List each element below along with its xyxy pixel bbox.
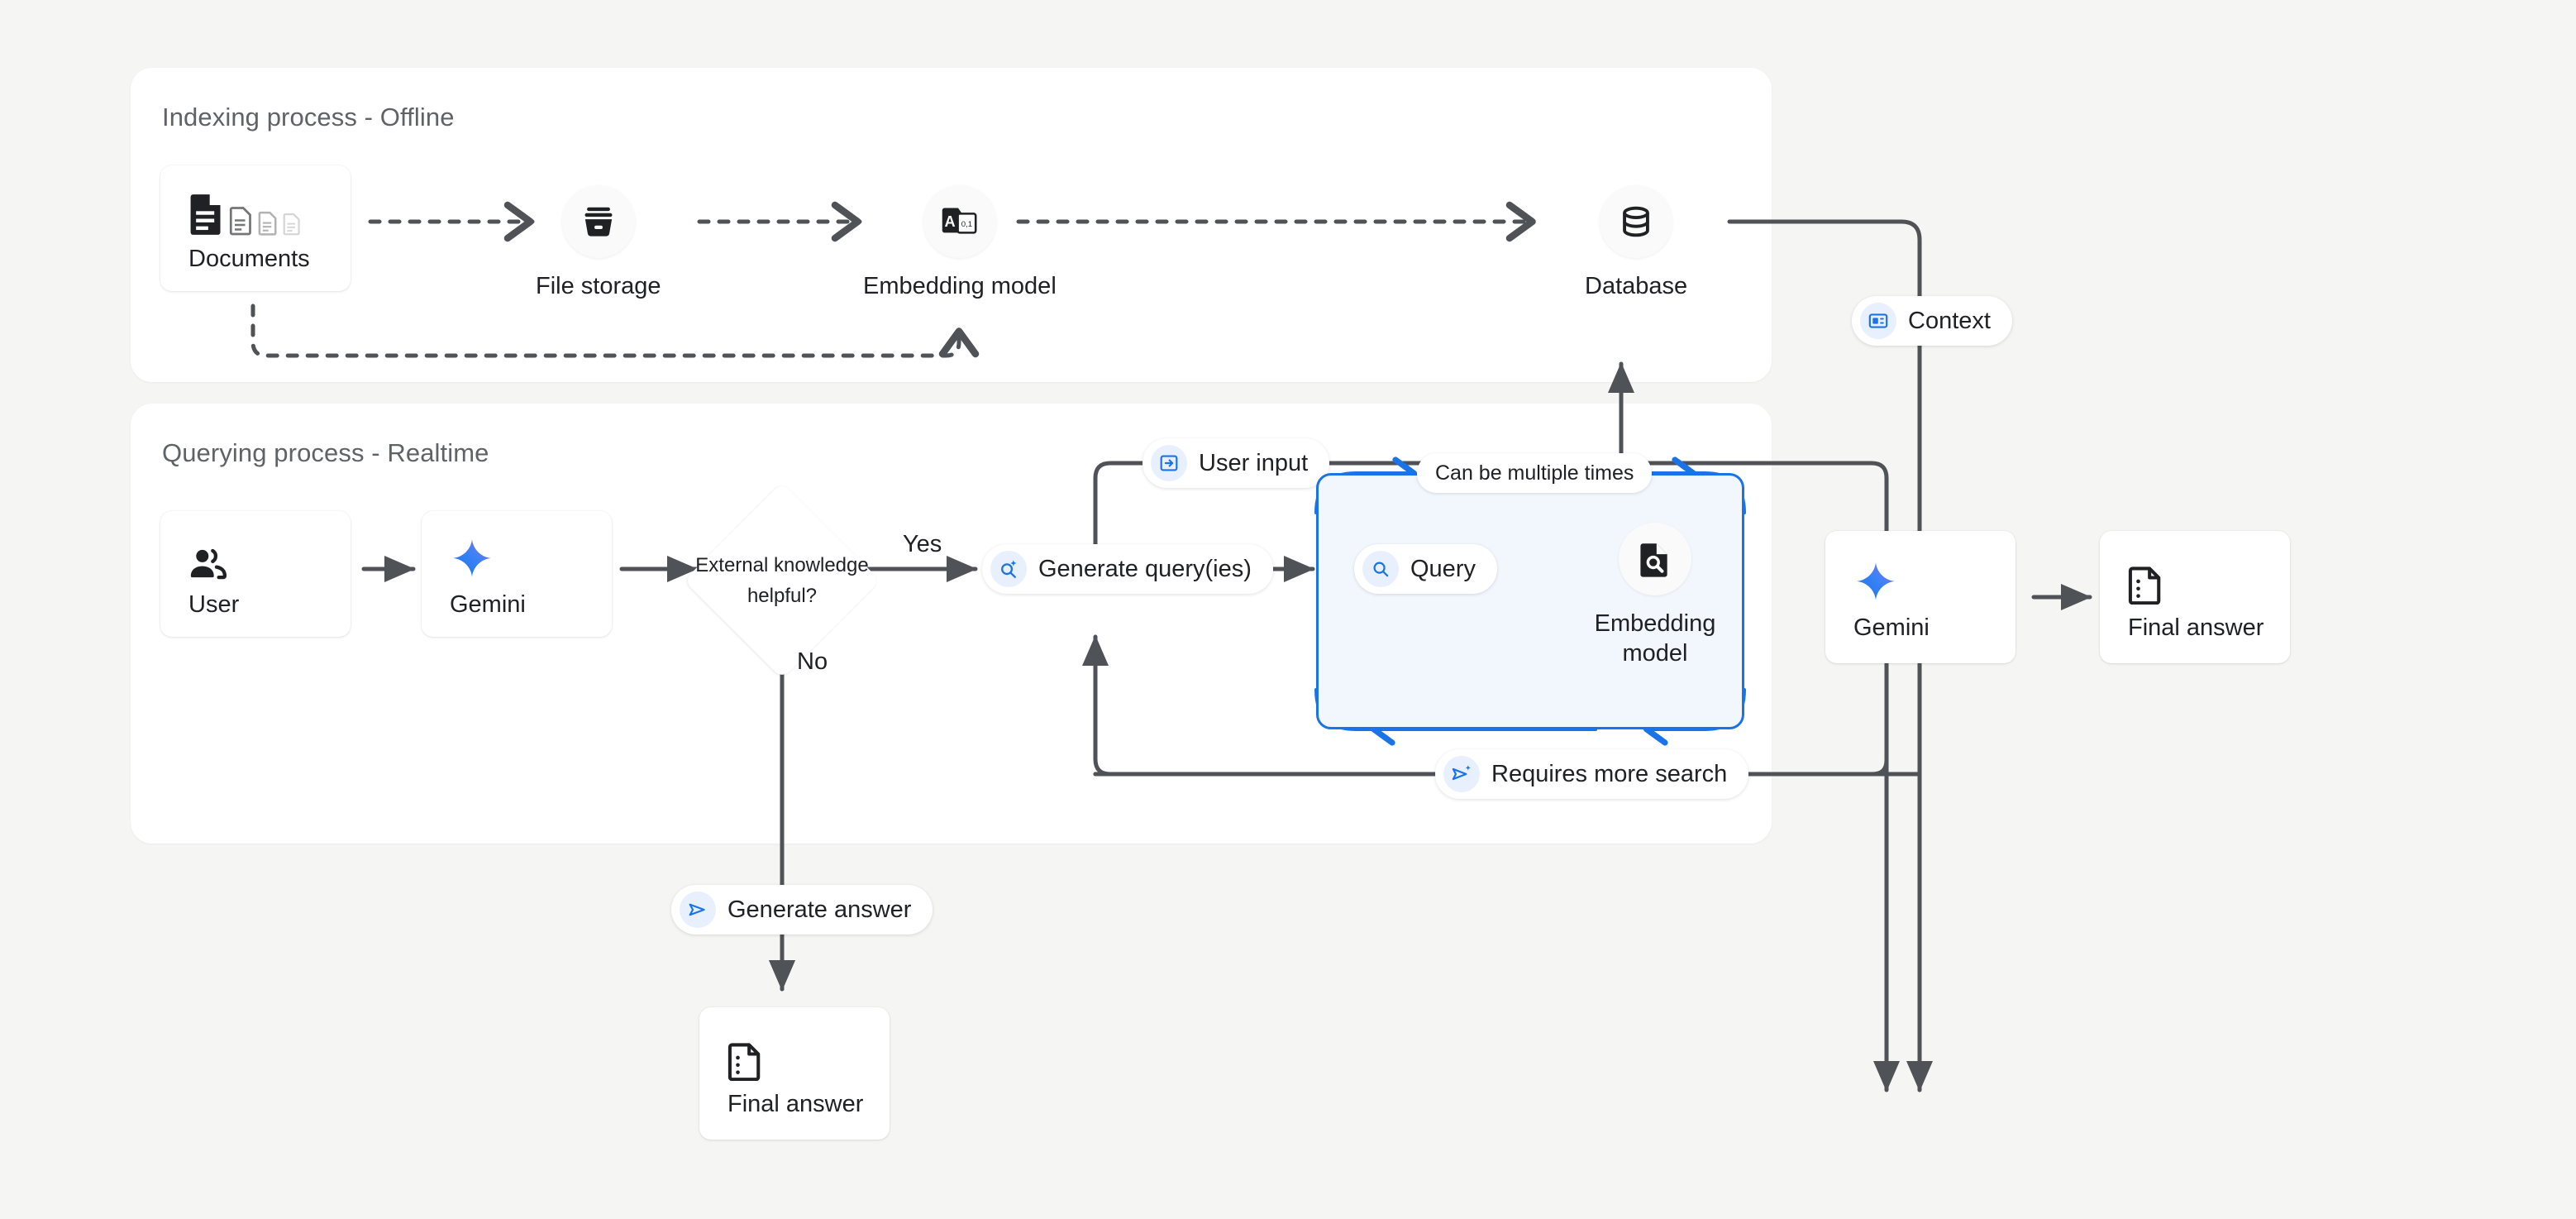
svg-text:0,1: 0,1 (961, 220, 972, 229)
article-icon (1860, 303, 1896, 339)
card-gemini-input-label: Gemini (450, 590, 526, 618)
pill-generate-answer[interactable]: Generate answer (671, 885, 933, 935)
node-embedding-model-query[interactable]: Embedding model (1585, 523, 1725, 669)
user-group-icon (188, 530, 351, 581)
panel-title-indexing: Indexing process - Offline (162, 103, 455, 131)
card-documents[interactable]: Documents (160, 165, 351, 291)
input-arrow-icon (1151, 445, 1187, 481)
pill-requires-more-search-label: Requires more search (1491, 760, 1728, 787)
pill-generate-queries-label: Generate query(ies) (1038, 555, 1252, 582)
pill-context[interactable]: Context (1852, 296, 2012, 346)
node-database-label: Database (1585, 273, 1688, 299)
pill-user-input[interactable]: User input (1143, 438, 1330, 488)
card-final-answer-right-label: Final answer (2128, 614, 2264, 641)
gemini-sparkle-icon (450, 530, 612, 581)
svg-text:A: A (944, 213, 955, 230)
documents-icon (188, 184, 351, 236)
answer-doc-icon (727, 1030, 890, 1081)
pill-generate-queries[interactable]: Generate query(ies) (982, 544, 1273, 594)
card-gemini-input[interactable]: Gemini (422, 511, 612, 637)
file-storage-icon (561, 185, 635, 258)
node-embedding-model-indexing[interactable]: A 0,1 Embedding model (863, 185, 1057, 301)
send-icon (680, 892, 716, 928)
card-gemini-answer[interactable]: Gemini (1825, 531, 2015, 663)
note-can-be-multiple-times: Can be multiple times (1417, 453, 1653, 493)
embedding-model-icon: A 0,1 (923, 185, 996, 258)
note-can-be-multiple-times-label: Can be multiple times (1435, 461, 1634, 485)
edge-label-no: No (797, 648, 828, 675)
card-user-label: User (188, 590, 240, 618)
answer-doc-icon (2128, 553, 2290, 605)
node-file-storage-label: File storage (536, 273, 661, 299)
loop-box-retrieval (1316, 473, 1744, 729)
search-sparkle-icon (990, 551, 1027, 587)
search-icon (1362, 551, 1399, 587)
panel-title-querying: Querying process - Realtime (162, 438, 489, 467)
node-file-storage[interactable]: File storage (536, 185, 661, 301)
card-final-answer-bottom-label: Final answer (727, 1090, 864, 1117)
database-icon (1600, 185, 1673, 258)
node-embedding-model-indexing-label: Embedding model (863, 273, 1057, 299)
edge-label-yes: Yes (903, 531, 942, 557)
card-user[interactable]: User (160, 511, 351, 637)
pill-query[interactable]: Query (1354, 544, 1497, 594)
card-final-answer-right[interactable]: Final answer (2100, 531, 2290, 663)
pill-query-label: Query (1410, 555, 1476, 582)
pill-generate-answer-label: Generate answer (727, 896, 912, 923)
pill-requires-more-search[interactable]: Requires more search (1435, 749, 1749, 799)
decision-label: External knowledge helpful? (695, 553, 869, 607)
document-search-icon (1619, 523, 1691, 595)
pill-user-input-label: User input (1199, 449, 1309, 476)
card-documents-label: Documents (188, 245, 310, 272)
pill-context-label: Context (1908, 307, 1991, 334)
node-embedding-model-query-label: Embedding model (1594, 610, 1716, 667)
decision-external-knowledge[interactable]: External knowledge helpful? (684, 482, 880, 679)
gemini-sparkle-icon (1853, 553, 2015, 605)
card-final-answer-bottom[interactable]: Final answer (699, 1007, 890, 1140)
send-sparkle-icon (1443, 756, 1480, 792)
card-gemini-answer-label: Gemini (1853, 614, 1930, 641)
node-database[interactable]: Database (1585, 185, 1687, 301)
